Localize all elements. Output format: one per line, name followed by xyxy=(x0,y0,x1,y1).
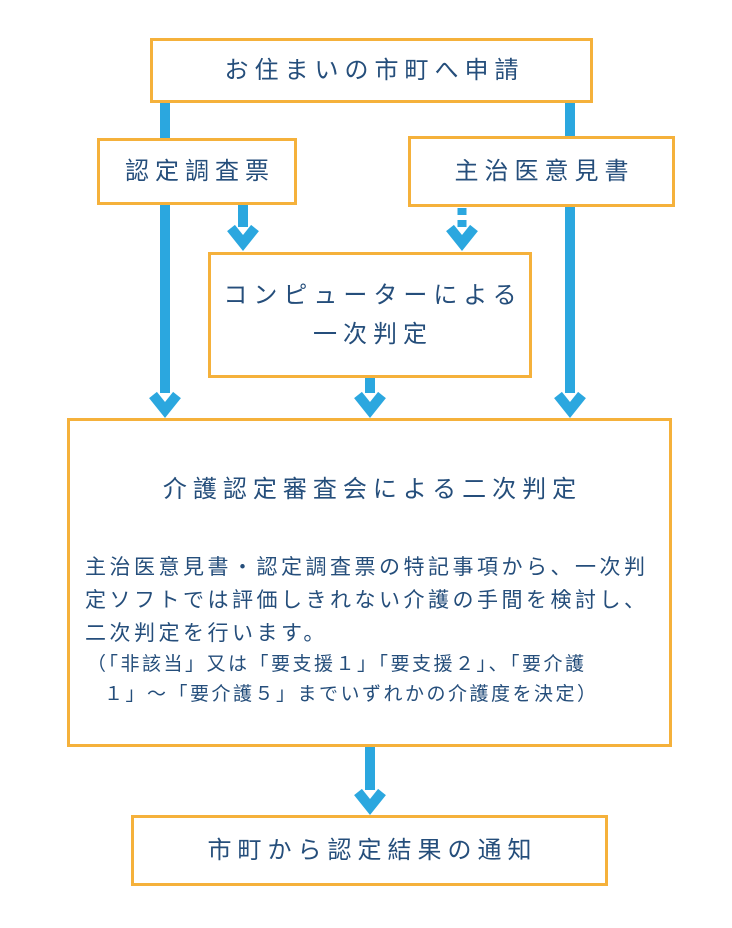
note-line: （「非該当」又は「要支援１」「要支援２」、「要介護 xyxy=(87,654,587,675)
secondary-judgment-box: 介護認定審査会による二次判定 主治医意見書・認定調査票の特記事項から、一次判 定… xyxy=(67,418,672,747)
result-notification-label: 市町から認定結果の通知 xyxy=(207,836,538,864)
arrow-survey-to-primary xyxy=(227,205,259,252)
description-line: 定ソフトでは評価しきれない介護の手間を検討し、 xyxy=(85,589,649,612)
arrow-review-to-result xyxy=(354,747,386,816)
note-line: １」～「要介護５」までいずれかの介護度を決定） xyxy=(104,684,599,705)
survey-box: 認定調査票 xyxy=(97,138,297,205)
result-notification-box: 市町から認定結果の通知 xyxy=(131,815,608,886)
primary-judgment-box: コンピューターによる 一次判定 xyxy=(208,252,532,378)
secondary-judgment-note: （「非該当」又は「要支援１」「要支援２」、「要介護 １」～「要介護５」までいずれ… xyxy=(87,650,661,710)
doctor-opinion-box: 主治医意見書 xyxy=(408,136,675,207)
apply-box: お住まいの市町へ申請 xyxy=(150,38,593,103)
primary-judgment-label-line2: 一次判定 xyxy=(313,321,433,348)
description-line: 二次判定を行います。 xyxy=(85,622,328,645)
survey-box-label: 認定調査票 xyxy=(125,157,275,185)
apply-box-label: お住まいの市町へ申請 xyxy=(224,56,525,84)
doctor-opinion-box-label: 主治医意見書 xyxy=(454,157,635,185)
arrow-primary-to-review xyxy=(354,378,386,419)
primary-judgment-label-line1: コンピューターによる xyxy=(223,282,523,309)
dotted-arrow-doctor-to-primary xyxy=(446,208,478,252)
secondary-judgment-description: 主治医意見書・認定調査票の特記事項から、一次判 定ソフトでは評価しきれない介護の… xyxy=(85,551,657,650)
secondary-judgment-title: 介護認定審査会による二次判定 xyxy=(162,476,583,503)
description-line: 主治医意見書・認定調査票の特記事項から、一次判 xyxy=(85,556,649,579)
